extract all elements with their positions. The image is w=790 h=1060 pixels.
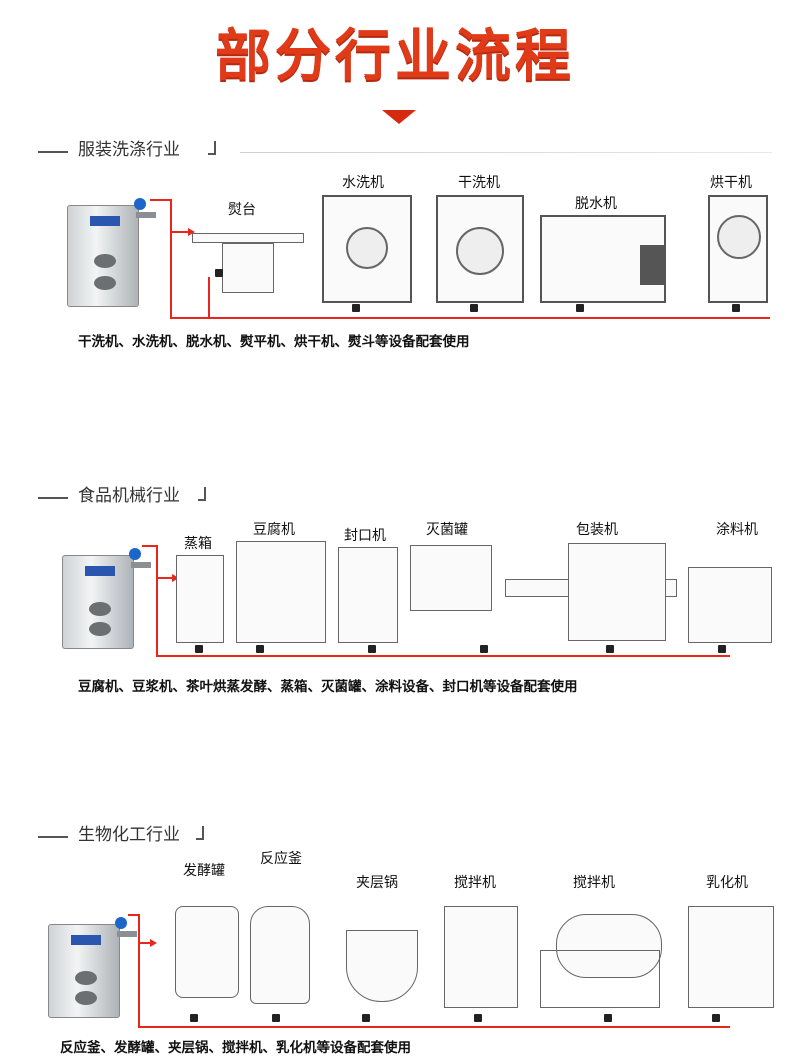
machine-label: 反应釜 [260, 851, 302, 867]
dry-cleaning-machine [436, 195, 524, 303]
machine-label: 涂料机 [716, 522, 758, 538]
machine-label: 豆腐机 [253, 522, 295, 538]
tofu-machine [236, 541, 326, 643]
mixer-drum [556, 914, 662, 978]
section-food-machinery: 食品机械行业 蒸箱 豆腐机 封口机 灭菌罐 包装机 涂料机 豆腐机、豆浆机、茶叶… [0, 483, 790, 698]
machine-label: 熨台 [228, 202, 256, 218]
section-biochemical: 生物化工行业 发酵罐 反应釜 夹层锅 搅拌机 搅拌机 乳化机 反应釜、发酵罐、夹… [0, 822, 790, 1057]
sealing-machine [338, 547, 398, 643]
sterilization-tank [410, 545, 492, 611]
title-down-arrow-icon [382, 110, 416, 124]
machine-label: 烘干机 [710, 175, 752, 191]
machine-label: 乳化机 [706, 875, 748, 891]
coating-machine [688, 567, 772, 643]
steam-generator [62, 548, 151, 649]
page-title: 部分行业流程 [215, 24, 575, 89]
machine-label: 搅拌机 [454, 875, 496, 891]
water-washing-machine [322, 195, 412, 303]
mixer-drum-stand [540, 950, 660, 1008]
mixer [444, 906, 518, 1008]
dehydrator-motor [640, 245, 666, 285]
jacketed-kettle [346, 930, 418, 1002]
dryer [708, 195, 768, 303]
reactor [250, 906, 310, 1004]
section-garment-washing: 服装洗涤行业 熨台 水洗机 干洗机 脱水机 烘干机 干洗机、水洗机、脱水机、熨平… [0, 137, 790, 352]
machine-label: 搅拌机 [573, 875, 615, 891]
emulsifier [688, 906, 774, 1008]
steam-generator [67, 198, 156, 307]
machine-label: 灭菌罐 [426, 522, 468, 538]
machine-label: 蒸箱 [184, 536, 212, 552]
section-caption: 反应釜、发酵罐、夹层锅、搅拌机、乳化机等设备配套使用 [60, 1040, 411, 1056]
machine-label: 发酵罐 [183, 863, 225, 879]
fermentation-tank [175, 906, 239, 998]
section-caption: 干洗机、水洗机、脱水机、熨平机、烘干机、熨斗等设备配套使用 [78, 334, 470, 350]
machine-label: 水洗机 [342, 175, 384, 191]
machine-label: 包装机 [576, 522, 618, 538]
machine-label: 干洗机 [458, 175, 500, 191]
machine-label: 封口机 [344, 528, 386, 544]
steam-generator [48, 917, 137, 1018]
section-caption: 豆腐机、豆浆机、茶叶烘蒸发酵、蒸箱、灭菌罐、涂料设备、封口机等设备配套使用 [78, 679, 578, 695]
ironing-table-base [222, 243, 274, 293]
packaging-machine-body [568, 543, 666, 641]
machine-label: 脱水机 [575, 196, 617, 212]
steam-cabinet [176, 555, 224, 643]
machine-label: 夹层锅 [356, 875, 398, 891]
ironing-table [192, 233, 304, 243]
